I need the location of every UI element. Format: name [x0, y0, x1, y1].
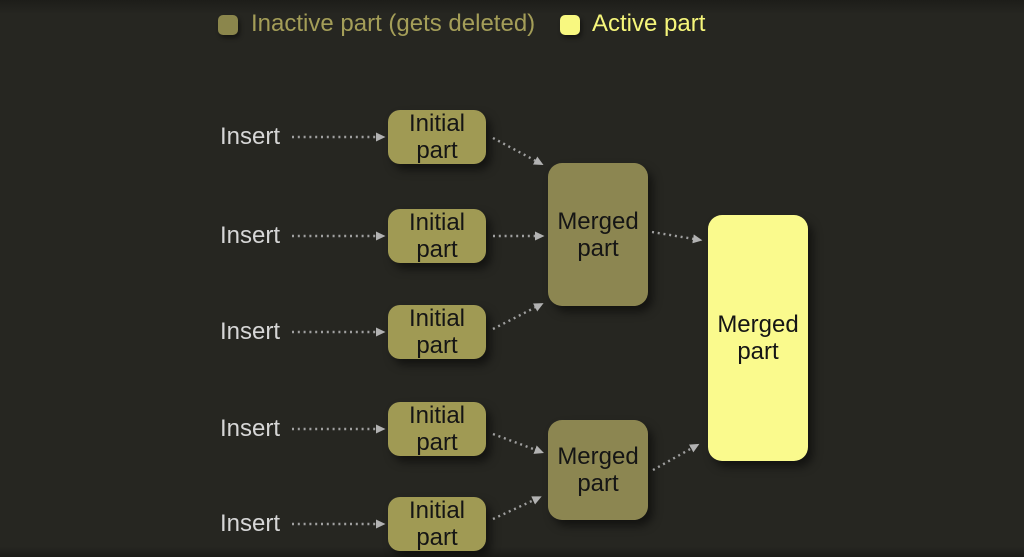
insert-label: Insert [220, 222, 281, 249]
merged-part-label: Merged part [717, 311, 799, 365]
legend-inactive-label: Inactive part (gets deleted) [251, 10, 536, 37]
initial-part-box: Initial part [388, 110, 486, 164]
initial-part-label: Initial part [408, 497, 466, 551]
merged-part-box-inactive: Merged part [548, 163, 648, 306]
initial-part-box: Initial part [388, 209, 486, 263]
initial-part-label: Initial part [408, 402, 466, 456]
initial-part-label: Initial part [408, 110, 466, 164]
arrow-merged2-to-active [652, 443, 700, 472]
initial-part-label: Initial part [408, 209, 466, 263]
initial-part-box: Initial part [388, 402, 486, 456]
legend-active-label: Active part [592, 10, 706, 37]
merged-part-box-inactive: Merged part [548, 420, 648, 520]
insert-label: Insert [220, 123, 281, 150]
inactive-part-swatch [218, 15, 238, 35]
initial-part-box: Initial part [388, 305, 486, 359]
initial-part-label: Initial part [408, 305, 466, 359]
arrow-part4-to-merged2 [492, 432, 544, 454]
insert-label: Insert [220, 318, 281, 345]
active-part-swatch [560, 15, 580, 35]
arrow-part3-to-merged1 [492, 303, 544, 331]
arrow-part5-to-merged2 [492, 496, 542, 521]
initial-part-box: Initial part [388, 497, 486, 551]
merged-part-label: Merged part [557, 443, 639, 497]
merged-part-label: Merged part [557, 207, 639, 262]
merged-part-box-active: Merged part [708, 215, 808, 461]
arrow-part1-to-merged1 [492, 136, 544, 166]
insert-label: Insert [220, 415, 281, 442]
arrow-merged1-to-active [651, 230, 703, 244]
insert-label: Insert [220, 510, 281, 537]
